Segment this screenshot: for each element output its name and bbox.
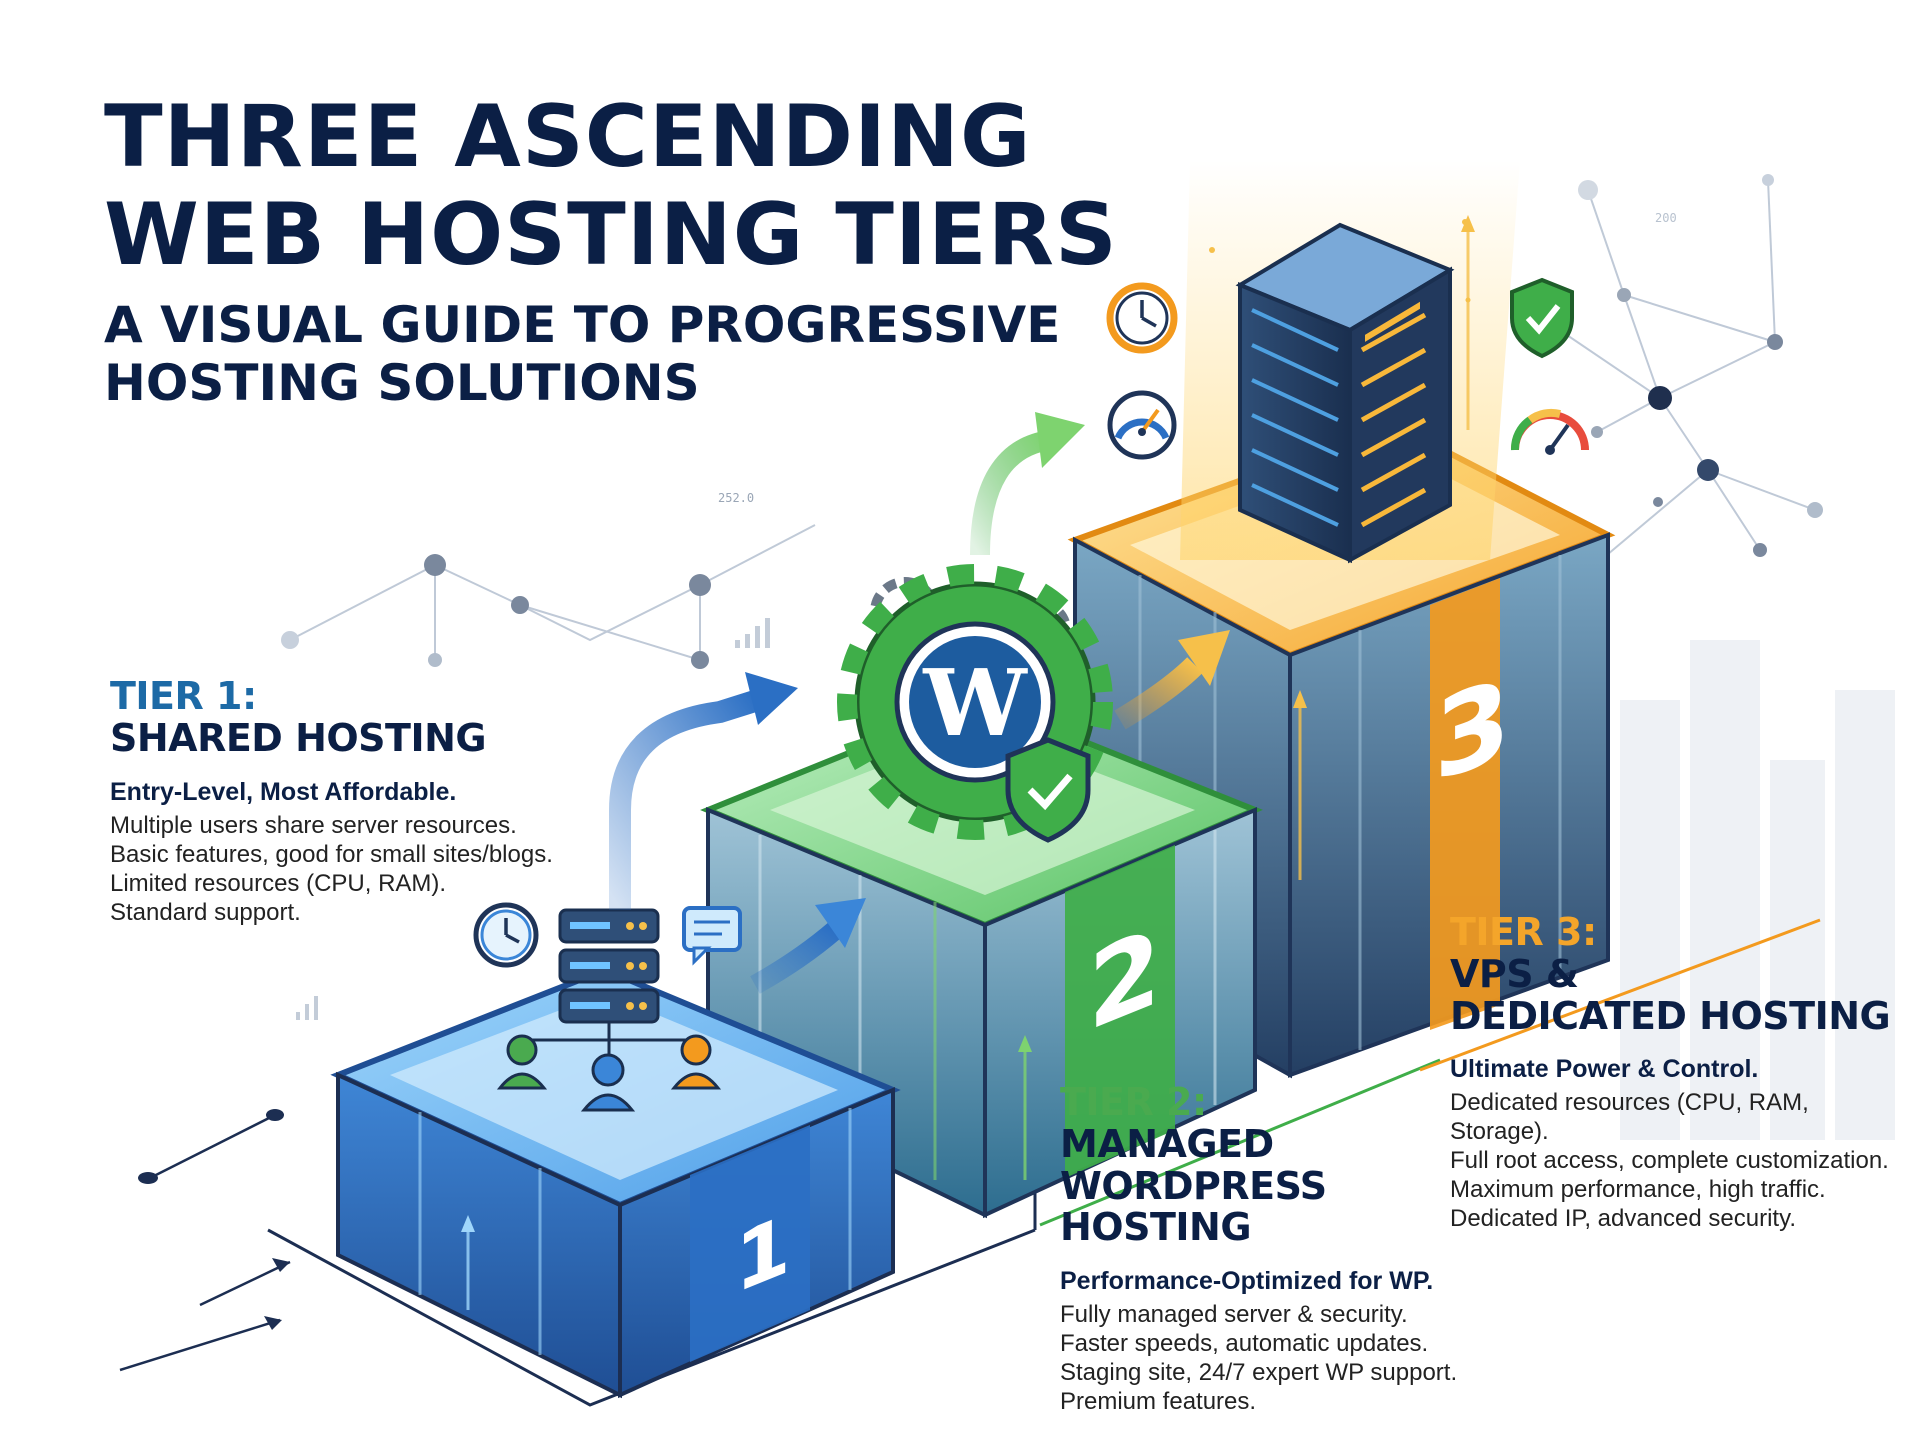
input-arrows <box>119 1113 291 1372</box>
tier1-clock-icon <box>473 902 539 968</box>
tier2-feature: Faster speeds, automatic updates. <box>1060 1330 1429 1358</box>
skyline-decoration <box>1620 640 1895 1140</box>
network-nodes <box>281 174 1823 669</box>
tier3-tagline: Ultimate Power & Control. <box>1450 1055 1759 1084</box>
server-tower-icon <box>1235 222 1455 564</box>
tier2-number: 2 <box>1088 904 1161 1056</box>
tier1-feature: Standard support. <box>110 898 301 926</box>
input-dots <box>138 1109 290 1330</box>
tier2-tagline: Performance-Optimized for WP. <box>1060 1267 1434 1296</box>
tier3-feature-list: Dedicated resources (CPU, RAM, Storage).… <box>1450 1088 1910 1233</box>
tier3-speedometer-icon <box>1107 390 1177 460</box>
decor-number-left: 252.0 <box>718 491 754 505</box>
progress-arrow-4 <box>1114 630 1230 730</box>
tier2-label: TIER 2: <box>1060 1080 1207 1124</box>
tier3-text-block: TIER 3: VPS & DEDICATED HOSTING Ultimate… <box>1450 910 1910 1233</box>
tier1-feature-list: Multiple users share server resources. B… <box>110 811 630 927</box>
progress-arrow-2 <box>750 898 866 994</box>
tier2-text-block: TIER 2: MANAGED WORDPRESS HOSTING Perfor… <box>1060 1080 1460 1416</box>
svg-text:W: W <box>922 649 1028 757</box>
tier2-feature: Staging site, 24/7 expert WP support. <box>1060 1359 1458 1387</box>
tier3-number: 3 <box>1434 653 1511 808</box>
tier3-shield-check-icon <box>1510 277 1574 359</box>
title-line-2: WEB HOSTING TIERS <box>104 185 1118 285</box>
title-line-1: THREE ASCENDING <box>104 87 1032 187</box>
tier1-server-icon <box>558 908 660 1024</box>
progress-arrow-3 <box>970 412 1085 556</box>
mini-chart-decoration <box>296 618 770 1020</box>
tier3-up-arrow-head <box>1461 215 1475 232</box>
tier3-feature: Maximum performance, high traffic. <box>1450 1176 1826 1204</box>
tier1-feature: Basic features, good for small sites/blo… <box>110 840 553 868</box>
tier1-users-icon <box>496 1034 722 1112</box>
tier3-feature: Full root access, complete customization… <box>1450 1147 1889 1175</box>
tier3-feature: Dedicated IP, advanced security. <box>1450 1205 1796 1233</box>
tier3-feature: Dedicated resources (CPU, RAM, Storage). <box>1450 1089 1809 1146</box>
tier2-name-line-2: WORDPRESS HOSTING <box>1060 1163 1327 1250</box>
tier2-name-line-1: MANAGED <box>1060 1121 1274 1166</box>
tier1-name: SHARED HOSTING <box>110 715 487 760</box>
tier3-gauge-icon <box>1511 408 1589 455</box>
tier1-text-block: TIER 1: SHARED HOSTING Entry-Level, Most… <box>110 674 630 927</box>
tier3-name-line-1: VPS & <box>1450 951 1579 996</box>
tier3-clock-icon <box>1106 282 1178 354</box>
tier1-label: TIER 1: <box>110 674 257 718</box>
floor-accent-lines <box>1039 918 1821 1227</box>
tier1-tagline: Entry-Level, Most Affordable. <box>110 777 457 806</box>
progress-arrow-1 <box>609 672 798 910</box>
tier1-feature: Multiple users share server resources. <box>110 811 517 839</box>
tier3-name-line-2: DEDICATED HOSTING <box>1450 993 1891 1038</box>
tier1-chat-icon <box>682 906 742 966</box>
tier2-feature-list: Fully managed server & security. Faster … <box>1060 1300 1460 1416</box>
wordpress-icon: W <box>894 621 1056 783</box>
tier2-shield-check-icon <box>1005 737 1091 843</box>
subtitle-line-2: HOSTING SOLUTIONS <box>104 354 700 412</box>
decor-number-right: 200 <box>1655 211 1677 225</box>
tier1-number: 1 <box>735 1197 791 1313</box>
tier1-platform: 1 <box>330 966 901 1399</box>
subtitle-line-1: A VISUAL GUIDE TO PROGRESSIVE <box>104 296 1061 354</box>
tier2-feature: Premium features. <box>1060 1388 1257 1416</box>
tier3-label: TIER 3: <box>1450 910 1597 954</box>
tier2-feature: Fully managed server & security. <box>1060 1301 1408 1329</box>
tier1-feature: Limited resources (CPU, RAM). <box>110 869 447 897</box>
